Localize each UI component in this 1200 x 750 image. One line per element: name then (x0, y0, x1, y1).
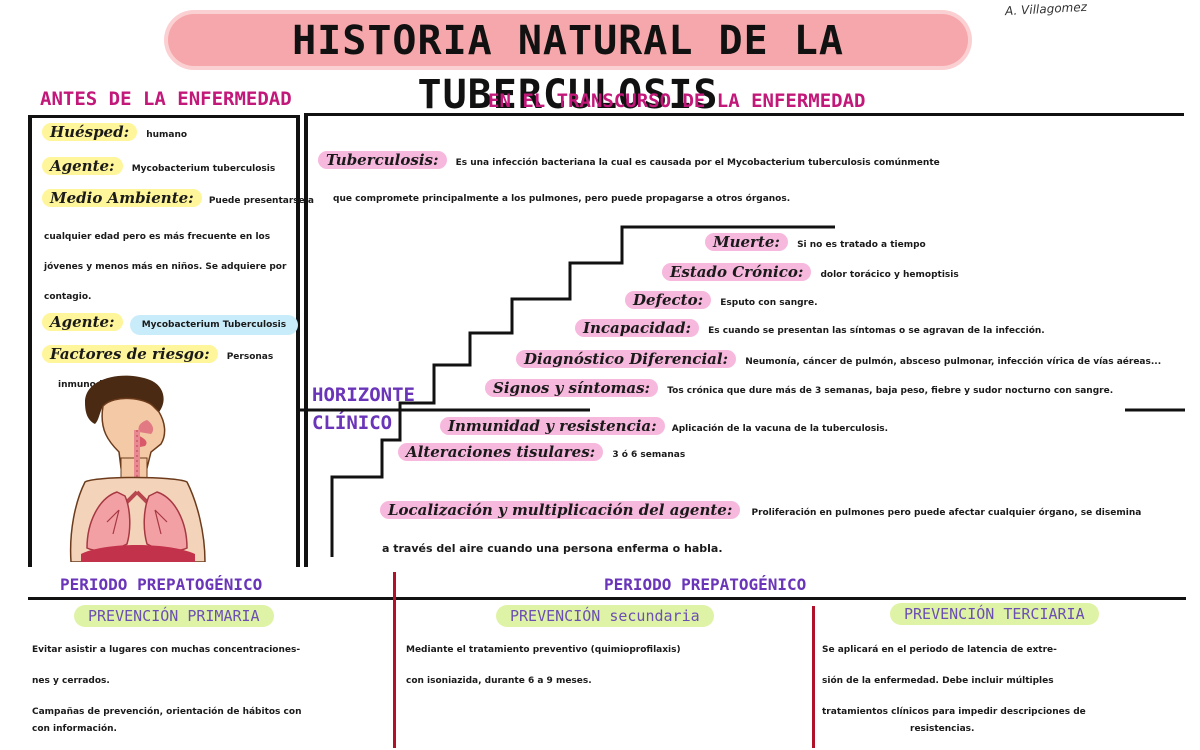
prevention-tertiary: PREVENCIÓN TERCIARIA (890, 603, 1099, 625)
agent2-label: Agente: (42, 313, 123, 331)
clinical-horizon-line-1: HORIZONTE (312, 384, 415, 406)
step-defect: Defecto: Esputo con sangre. (625, 290, 818, 309)
environment-line-1: Puede presentarse a (208, 196, 314, 206)
host-value: humano (146, 130, 188, 140)
during-disease-header: EN EL TRANSCURSO DE LA ENFERMEDAD (488, 90, 866, 112)
risk-value: Personas (226, 352, 274, 362)
step-defect-label: Defecto: (625, 291, 712, 309)
host-row: Huésped: humano (42, 122, 187, 141)
step-death-label: Muerte: (705, 233, 788, 251)
risk-label: Factores de riesgo: (42, 345, 218, 363)
column-divider-2 (812, 606, 815, 748)
step-tissue-text: 3 ó 6 semanas (612, 450, 686, 460)
step-differential-label: Diagnóstico Diferencial: (516, 350, 737, 368)
left-box-right-border (296, 115, 300, 567)
left-box-top-border (28, 115, 300, 118)
agent-row: Agente: Mycobacterium tuberculosis (42, 156, 275, 175)
agent-value: Mycobacterium tuberculosis (131, 164, 276, 174)
period-divider (28, 597, 1186, 600)
right-top-border (304, 113, 1184, 116)
before-disease-header: ANTES DE LA ENFERMEDAD (40, 88, 292, 110)
step-localization-text: Proliferación en pulmones pero puede afe… (751, 508, 1142, 518)
environment-line-3: jóvenes y menos más en niños. Se adquier… (44, 262, 287, 272)
secondary-line-2: con isoniazida, durante 6 a 9 meses. (406, 676, 592, 686)
step-death: Muerte: Si no es tratado a tiempo (705, 232, 926, 251)
step-tissue-label: Alteraciones tisulares: (398, 443, 604, 461)
step-symptoms-text: Tos crónica que dure más de 3 semanas, b… (667, 386, 1114, 396)
risk-row: Factores de riesgo: Personas (42, 344, 273, 363)
step-localization-label: Localización y multiplicación del agente… (380, 501, 741, 519)
step-immunity-text: Aplicación de la vacuna de la tuberculos… (671, 424, 889, 434)
environment-line-2: cualquier edad pero es más frecuente en … (44, 232, 271, 242)
environment-line-4: contagio. (44, 292, 92, 302)
tuberculosis-line-1: Es una infección bacteriana la cual es c… (455, 158, 940, 168)
primary-line-1: Evitar asistir a lugares con muchas conc… (32, 645, 301, 655)
step-disability-label: Incapacidad: (575, 319, 700, 337)
step-localization-line-2: a través del aire cuando una persona enf… (382, 542, 723, 555)
period-right-header: PERIODO PREPATOGÉNICO (604, 575, 807, 594)
environment-row: Medio Ambiente: Puede presentarse a (42, 188, 314, 207)
step-chronic: Estado Crónico: dolor torácico y hemopti… (662, 262, 959, 281)
step-immunity-label: Inmunidad y resistencia: (440, 417, 665, 435)
step-disability-text: Es cuando se presentan las síntomas o se… (708, 326, 1045, 336)
tertiary-line-2: sión de la enfermedad. Debe incluir múlt… (822, 676, 1054, 686)
step-symptoms: Signos y síntomas: Tos crónica que dure … (485, 378, 1113, 397)
title-highlight (168, 14, 968, 66)
period-left-header: PERIODO PREPATOGÉNICO (60, 575, 263, 594)
step-disability: Incapacidad: Es cuando se presentan las … (575, 318, 1045, 337)
tuberculosis-line-2: que compromete principalmente a los pulm… (333, 194, 791, 204)
tuberculosis-definition-row: Tuberculosis: Es una infección bacterian… (318, 150, 940, 169)
step-death-text: Si no es tratado a tiempo (797, 240, 926, 250)
clinical-horizon-line-2: CLÍNICO (312, 412, 393, 434)
primary-line-3: Campañas de prevención, orientación de h… (32, 707, 302, 717)
column-divider-1 (393, 572, 396, 748)
prevention-secondary-label: PREVENCIÓN secundaria (496, 605, 714, 627)
agent-label: Agente: (42, 157, 123, 175)
tertiary-line-3: tratamientos clínicos para impedir descr… (822, 707, 1086, 717)
tertiary-line-4: resistencias. (910, 724, 975, 734)
agent2-row: Agente: Mycobacterium Tuberculosis (42, 312, 299, 335)
environment-label: Medio Ambiente: (42, 189, 202, 207)
prevention-primary: PREVENCIÓN PRIMARIA (74, 605, 274, 627)
tuberculosis-label: Tuberculosis: (318, 151, 447, 169)
prevention-secondary: PREVENCIÓN secundaria (496, 605, 714, 627)
left-box-right-border-inner (304, 115, 308, 567)
tertiary-line-1: Se aplicará en el periodo de latencia de… (822, 645, 1057, 655)
step-symptoms-label: Signos y síntomas: (485, 379, 659, 397)
author-signature: A. Villagomez (1004, 0, 1088, 19)
step-differential: Diagnóstico Diferencial: Neumonía, cánce… (516, 349, 1161, 368)
left-box-left-border (28, 115, 32, 567)
step-tissue: Alteraciones tisulares: 3 ó 6 semanas (398, 442, 685, 461)
disease-staircase (300, 225, 1185, 557)
prevention-primary-label: PREVENCIÓN PRIMARIA (74, 605, 274, 627)
page-title: HISTORIA NATURAL DE LA TUBERCULOSIS (292, 18, 844, 118)
respiratory-system-illustration (69, 375, 206, 562)
step-localization: Localización y multiplicación del agente… (380, 500, 1141, 519)
prevention-tertiary-label: PREVENCIÓN TERCIARIA (890, 603, 1099, 625)
agent2-value: Mycobacterium Tuberculosis (129, 315, 299, 335)
step-chronic-label: Estado Crónico: (662, 263, 812, 281)
secondary-line-1: Mediante el tratamiento preventivo (quim… (406, 645, 681, 655)
host-label: Huésped: (42, 123, 138, 141)
step-immunity: Inmunidad y resistencia: Aplicación de l… (440, 416, 888, 435)
step-chronic-text: dolor torácico y hemoptisis (820, 270, 959, 280)
primary-line-2: nes y cerrados. (32, 676, 110, 686)
primary-line-4: con información. (32, 724, 117, 734)
step-differential-text: Neumonía, cáncer de pulmón, absceso pulm… (745, 357, 1162, 367)
step-defect-text: Esputo con sangre. (720, 298, 818, 308)
